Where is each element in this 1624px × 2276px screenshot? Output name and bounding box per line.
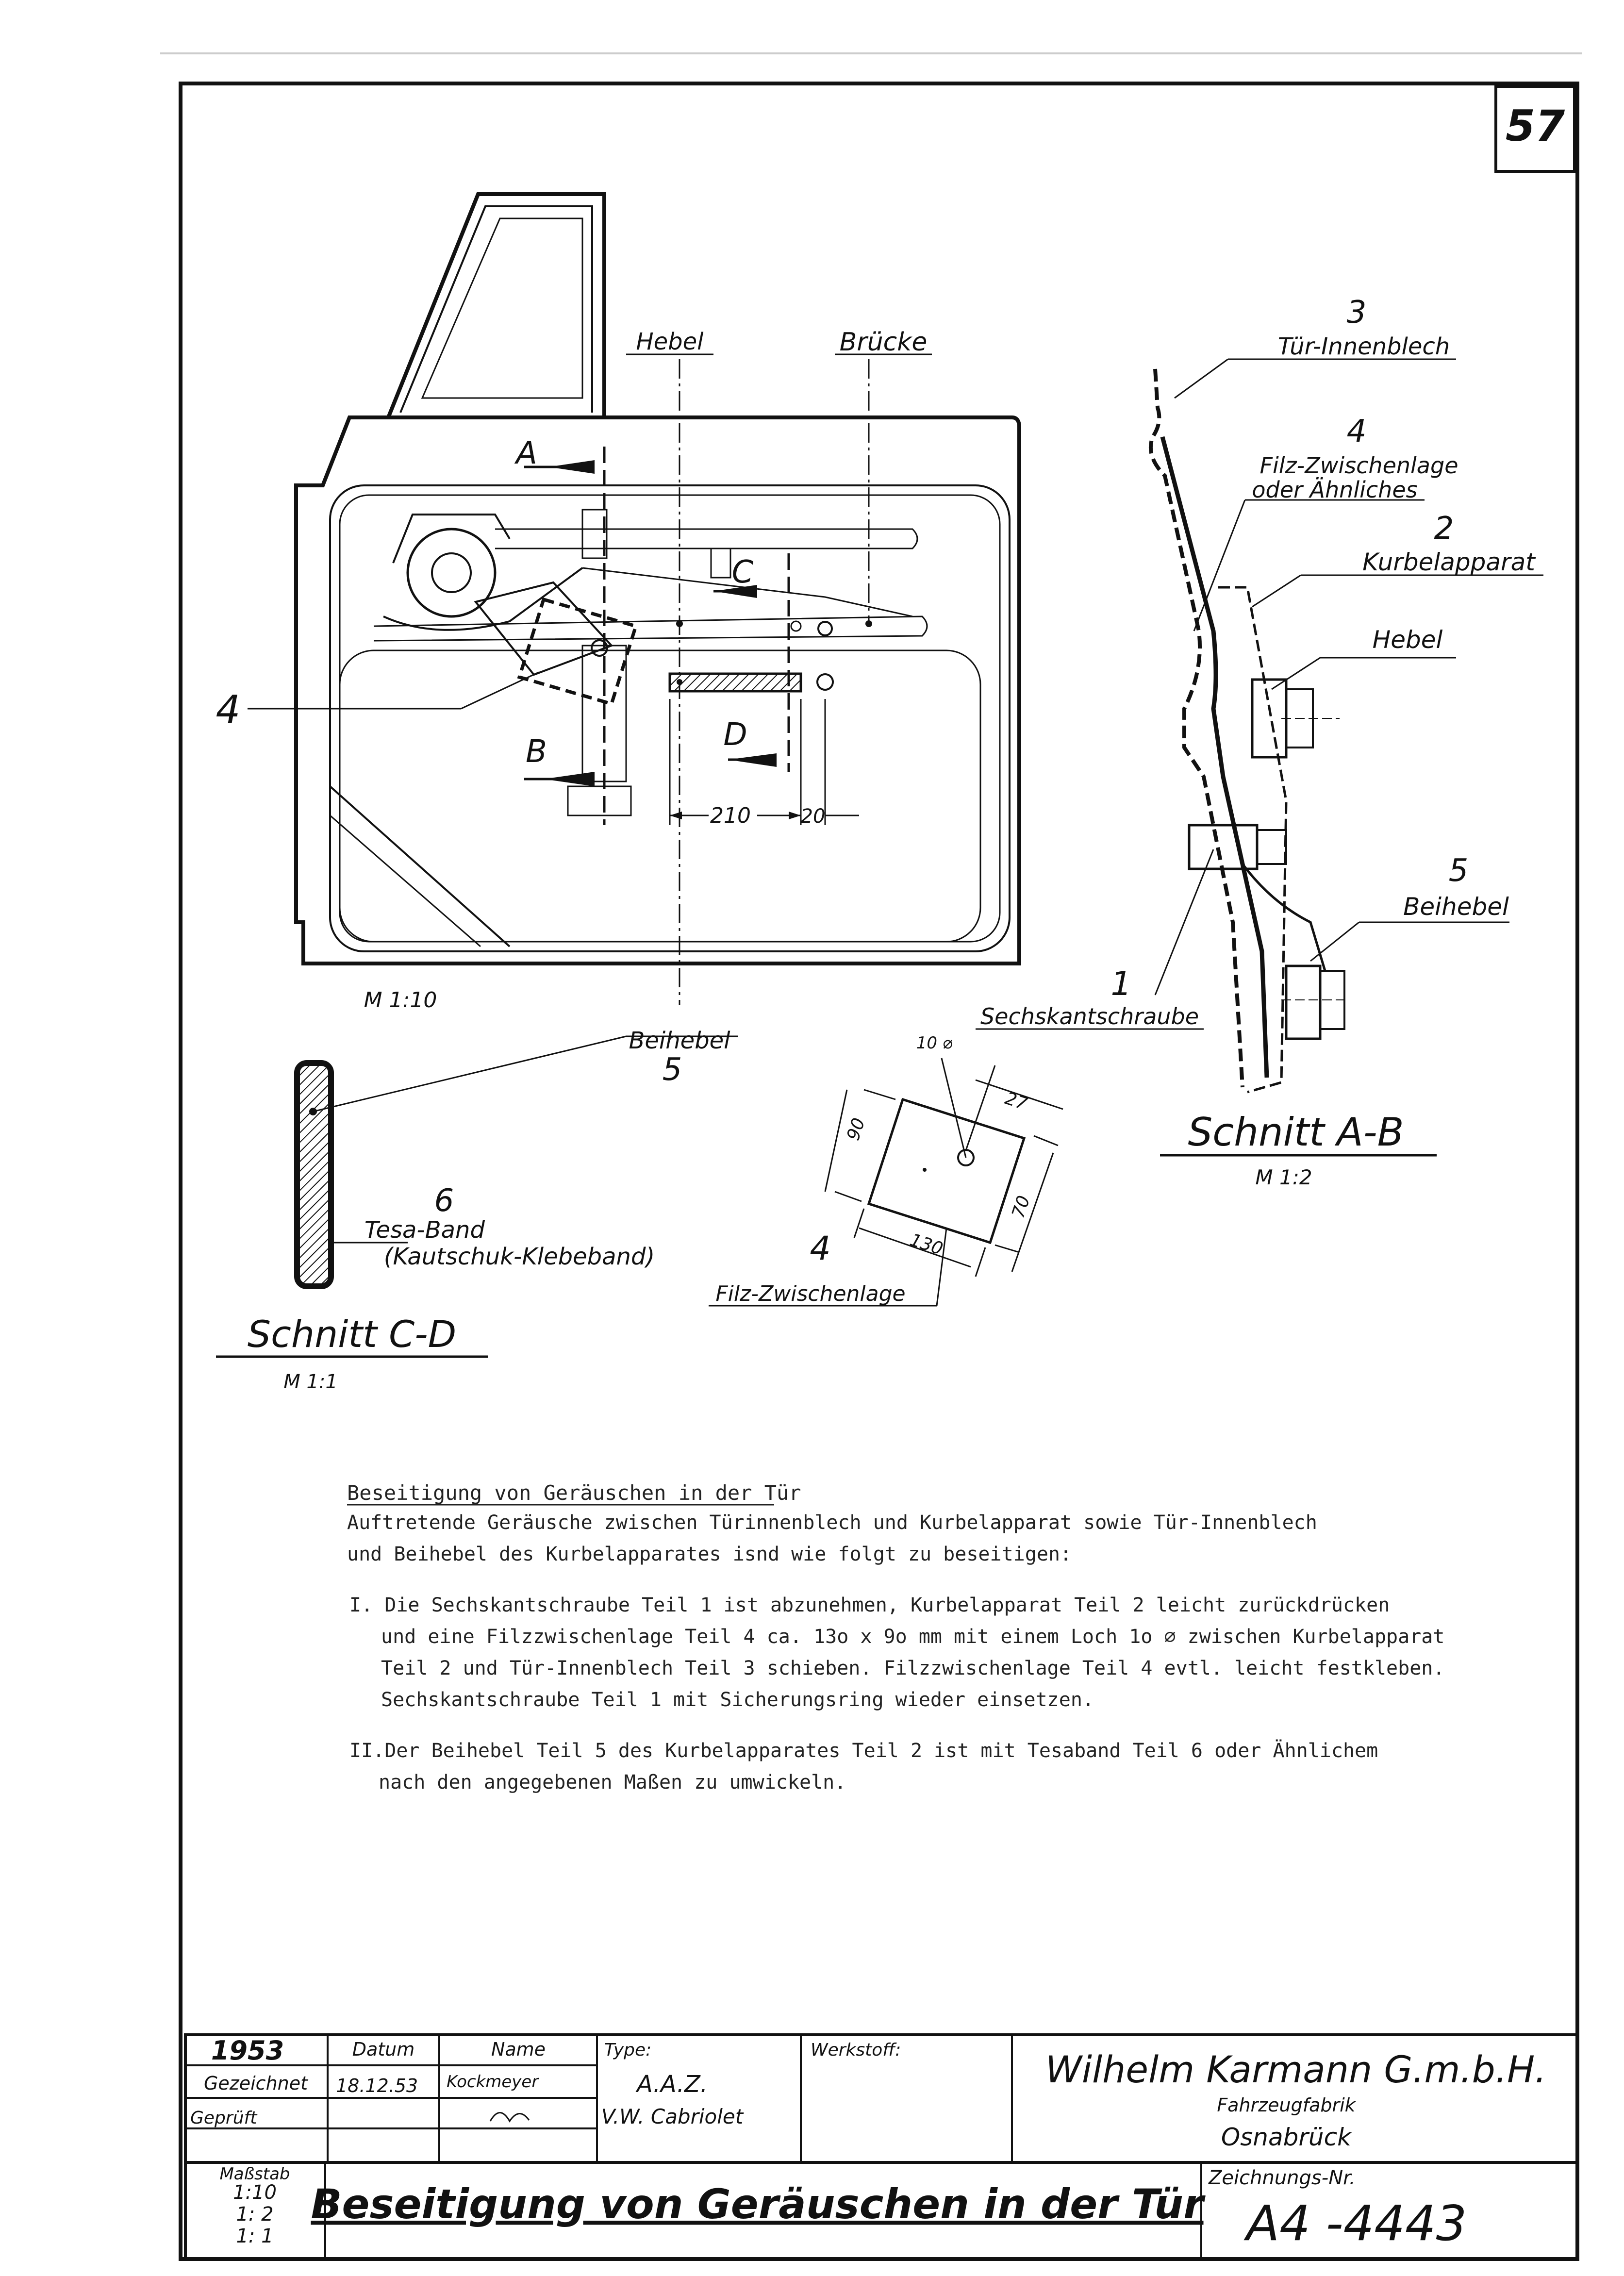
notes-line: Auftretende Geräusche zwischen Türinnenb… [347,1512,1317,1534]
section-cd-scale: M 1:1 [283,1371,338,1393]
part-6-name-alt: (Kautschuk-Klebeband) [384,1243,655,1270]
part-1-number: 1 [1110,965,1131,1003]
tb-datum-header: Datum [352,2039,415,2060]
tb-company: Wilhelm Karmann G.m.b.H. [1045,2048,1547,2091]
part-2-name: Kurbelapparat [1362,548,1536,576]
tb-company-sub: Fahrzeugfabrik [1217,2094,1356,2116]
sheet-number: 57 [1506,101,1565,151]
sheet-number-box: 57 [1494,85,1576,173]
tb-gezeichnet-signature: Kockmeyer [447,2072,539,2092]
notes-heading: Beseitigung von Geräuschen in der Tür [347,1481,801,1505]
dim-210: 210 [710,803,751,828]
notes-item-2: II.Der Beihebel Teil 5 des Kurbelapparat… [349,1739,1378,1762]
part-3-name: Tür-Innenblech [1278,333,1450,360]
tb-scale-1: 1:10 [233,2181,277,2204]
tb-massstab: Maßstab [219,2164,290,2184]
tb-city: Osnabrück [1221,2123,1352,2151]
part-5-name: Beihebel [1403,893,1509,921]
section-cd-view [216,1035,738,1358]
felt-dim-27: 27 [1002,1088,1029,1114]
section-ab-scale: M 1:2 [1255,1165,1312,1189]
tb-geprueft-signature [489,2112,530,2123]
tb-scale-2: 1: 2 [236,2203,273,2226]
section-ab-title: Schnitt A-B [1188,1110,1404,1155]
hebel-label: Hebel [636,328,704,355]
section-a-label: A [514,435,537,471]
bruecke-label: Brücke [840,328,928,357]
part-4-name: Filz-Zwischenlage [1259,452,1458,479]
notes-item-1: Teil 2 und Tür-Innenblech Teil 3 schiebe… [381,1657,1444,1679]
section-cd-title: Schnitt C-D [248,1312,456,1356]
notes-line: und Beihebel des Kurbelapparates isnd wi… [347,1543,1072,1565]
tb-type-1: A.A.Z. [635,2071,708,2098]
tb-scale-3: 1: 1 [236,2225,273,2247]
notes-item-1: I. Die Sechskantschraube Teil 1 ist abzu… [349,1594,1390,1616]
part-2-number: 2 [1434,511,1454,547]
notes-item-2: nach den angegebenen Maßen zu umwickeln. [379,1771,846,1794]
beihebel-bar [668,672,802,693]
section-c-label: C [732,554,754,590]
tb-zeichnung-header: Zeichnungs-Nr. [1208,2167,1356,2189]
tb-title: Beseitigung von Geräuschen in der Tür [311,2180,1206,2228]
tb-gezeichnet-date: 18.12.53 [336,2075,418,2096]
section-ab-view [976,358,1543,1157]
tb-werkstoff-header: Werkstoff: [811,2040,901,2060]
part-4-number: 4 [1347,414,1367,449]
part-4-callout: 4 [216,687,241,732]
tb-name-header: Name [491,2039,546,2060]
part-3-number: 3 [1347,295,1367,331]
door-scale: M 1:10 [364,988,437,1013]
tb-gezeichnet: Gezeichnet [204,2073,309,2094]
felt-part-number: 4 [810,1229,830,1268]
beihebel-label: Beihebel [629,1027,730,1054]
felt-dim-70: 70 [1008,1193,1034,1220]
tb-zeichnung-nr: A4 -4443 [1243,2195,1467,2252]
tb-type-header: Type: [604,2040,651,2060]
beihebel-number: 5 [663,1052,682,1088]
felt-dim-90: 90 [843,1115,869,1143]
tb-year: 1953 [211,2035,284,2066]
notes-item-1: Sechskantschraube Teil 1 mit Sicherungsr… [381,1689,1094,1711]
section-b-label: B [526,734,547,770]
part-4-name-alt: oder Ähnliches [1252,477,1417,503]
felt-hole-dim: 10 ⌀ [916,1033,953,1053]
notes-block: Beseitigung von Geräuschen in der Tür Au… [347,1481,1444,1794]
dim-20: 20 [801,805,826,828]
tb-type-2: V.W. Cabriolet [601,2105,744,2128]
felt-pad-detail [709,1058,1063,1307]
part-6-number: 6 [434,1183,454,1219]
door-view [248,192,1021,1005]
title-block [184,2033,1579,2260]
section-d-label: D [723,717,747,753]
part-1-name: Sechskantschraube [980,1003,1199,1030]
hebel-section-label: Hebel [1373,626,1443,654]
felt-part-name: Filz-Zwischenlage [715,1281,905,1306]
felt-dim-130: 130 [908,1230,945,1259]
tb-geprueft: Geprüft [190,2108,258,2128]
notes-item-1: und eine Filzzwischenlage Teil 4 ca. 13o… [381,1626,1444,1648]
part-6-name: Tesa-Band [365,1216,485,1244]
part-5-number: 5 [1449,853,1469,889]
